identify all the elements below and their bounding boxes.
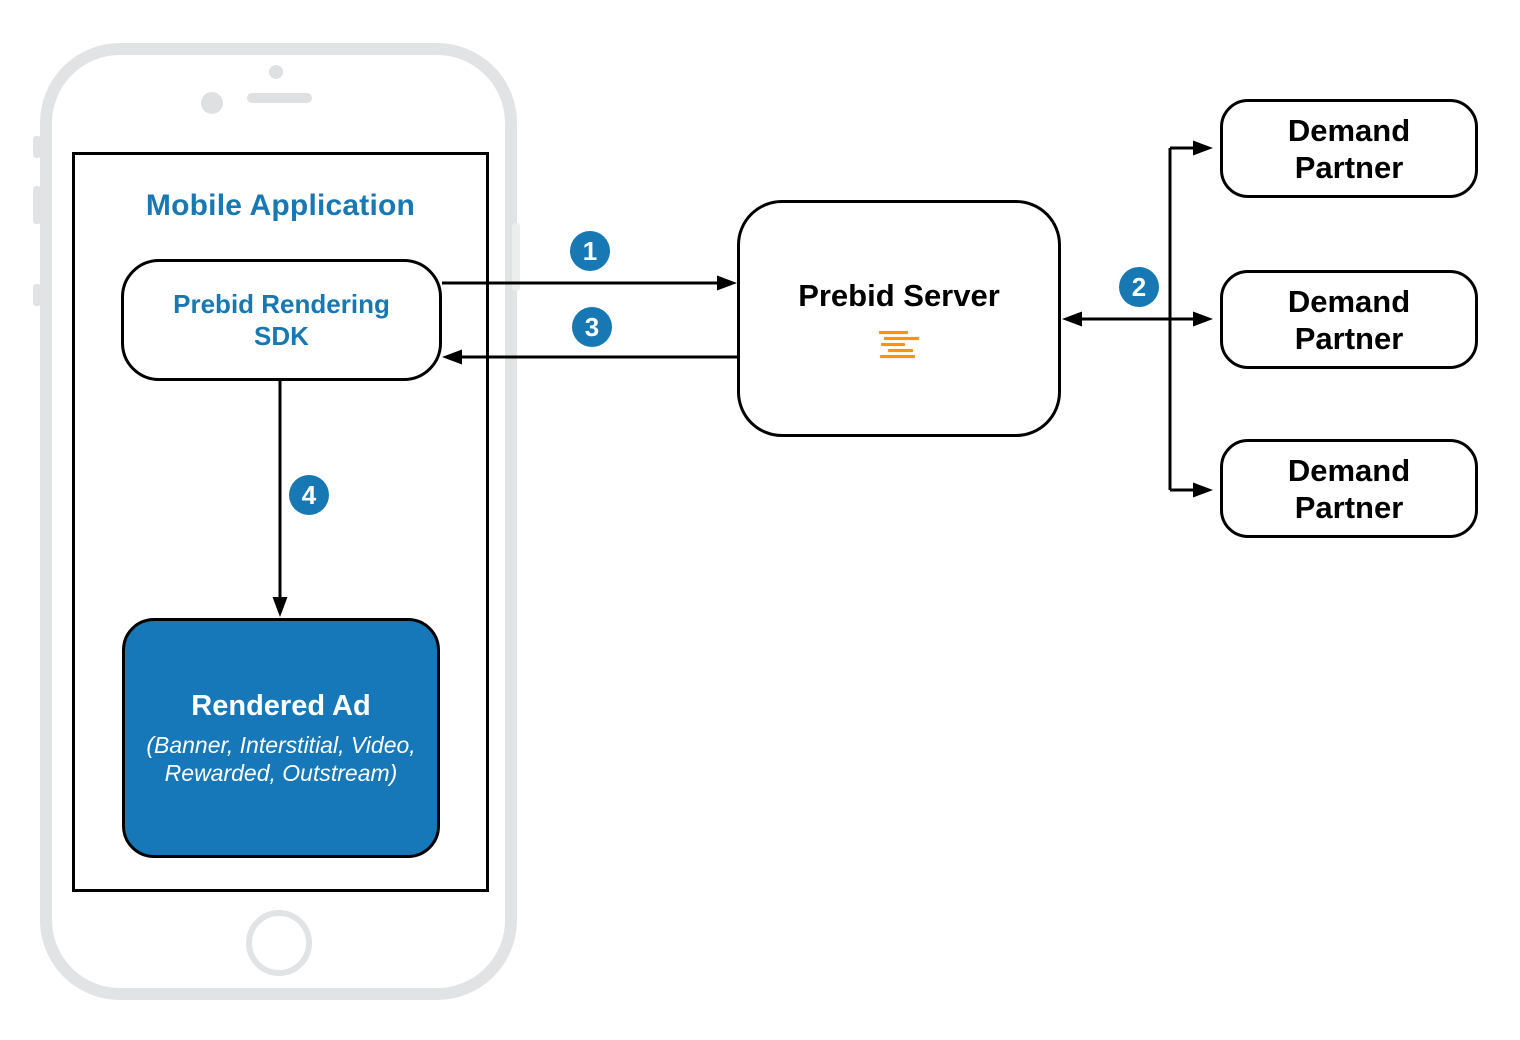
- logo-bar: [881, 342, 905, 346]
- demand-partner-box-3: Demand Partner: [1220, 439, 1478, 538]
- step-badge-3: 3: [572, 307, 612, 347]
- rendered-ad-box: Rendered Ad (Banner, Interstitial, Video…: [122, 618, 440, 858]
- volume-down-button: [33, 284, 41, 306]
- logo-bar: [879, 330, 908, 334]
- prebid-server-label: Prebid Server: [798, 277, 1000, 313]
- logo-bar: [880, 354, 915, 358]
- home-button: [246, 910, 312, 976]
- sensor-dot-icon: [201, 92, 223, 114]
- prebid-rendering-sdk-box: Prebid Rendering SDK: [121, 259, 442, 381]
- rendered-ad-title: Rendered Ad: [191, 689, 371, 722]
- power-button: [512, 223, 520, 291]
- rendered-ad-subtitle-line: (Banner, Interstitial, Video,: [146, 731, 416, 758]
- mobile-application-title: Mobile Application: [145, 189, 416, 222]
- logo-bar: [888, 348, 913, 352]
- mute-switch: [33, 136, 41, 158]
- sdk-label-line: Prebid Rendering: [173, 289, 390, 319]
- prebid-lines-logo-icon: [876, 330, 922, 360]
- volume-up-button: [33, 186, 41, 224]
- sdk-label-line: SDK: [254, 321, 309, 351]
- rendered-ad-subtitle: (Banner, Interstitial, Video, Rewarded, …: [146, 731, 415, 787]
- prebid-rendering-sdk-label: Prebid Rendering SDK: [142, 288, 422, 352]
- prebid-server-box: Prebid Server: [737, 200, 1061, 437]
- step-number: 2: [1131, 271, 1147, 302]
- demand-partner-label: Demand Partner: [1287, 452, 1411, 525]
- demand-partner-label: Demand Partner: [1287, 112, 1411, 185]
- step-number: 4: [301, 479, 317, 510]
- step-badge-2: 2: [1119, 267, 1159, 307]
- rendered-ad-subtitle-line: Rewarded, Outstream): [164, 759, 398, 786]
- demand-partner-box-2: Demand Partner: [1220, 270, 1478, 369]
- step-number: 1: [582, 235, 598, 266]
- step-badge-4: 4: [289, 475, 329, 515]
- demand-partner-box-1: Demand Partner: [1220, 99, 1478, 198]
- logo-bar: [884, 336, 919, 340]
- demand-partner-label: Demand Partner: [1287, 283, 1411, 356]
- step-number: 3: [584, 311, 600, 342]
- front-camera-icon: [269, 65, 283, 79]
- speaker-icon: [247, 93, 312, 103]
- arrow-server-to-demand: [1062, 140, 1213, 498]
- step-badge-1: 1: [570, 231, 610, 271]
